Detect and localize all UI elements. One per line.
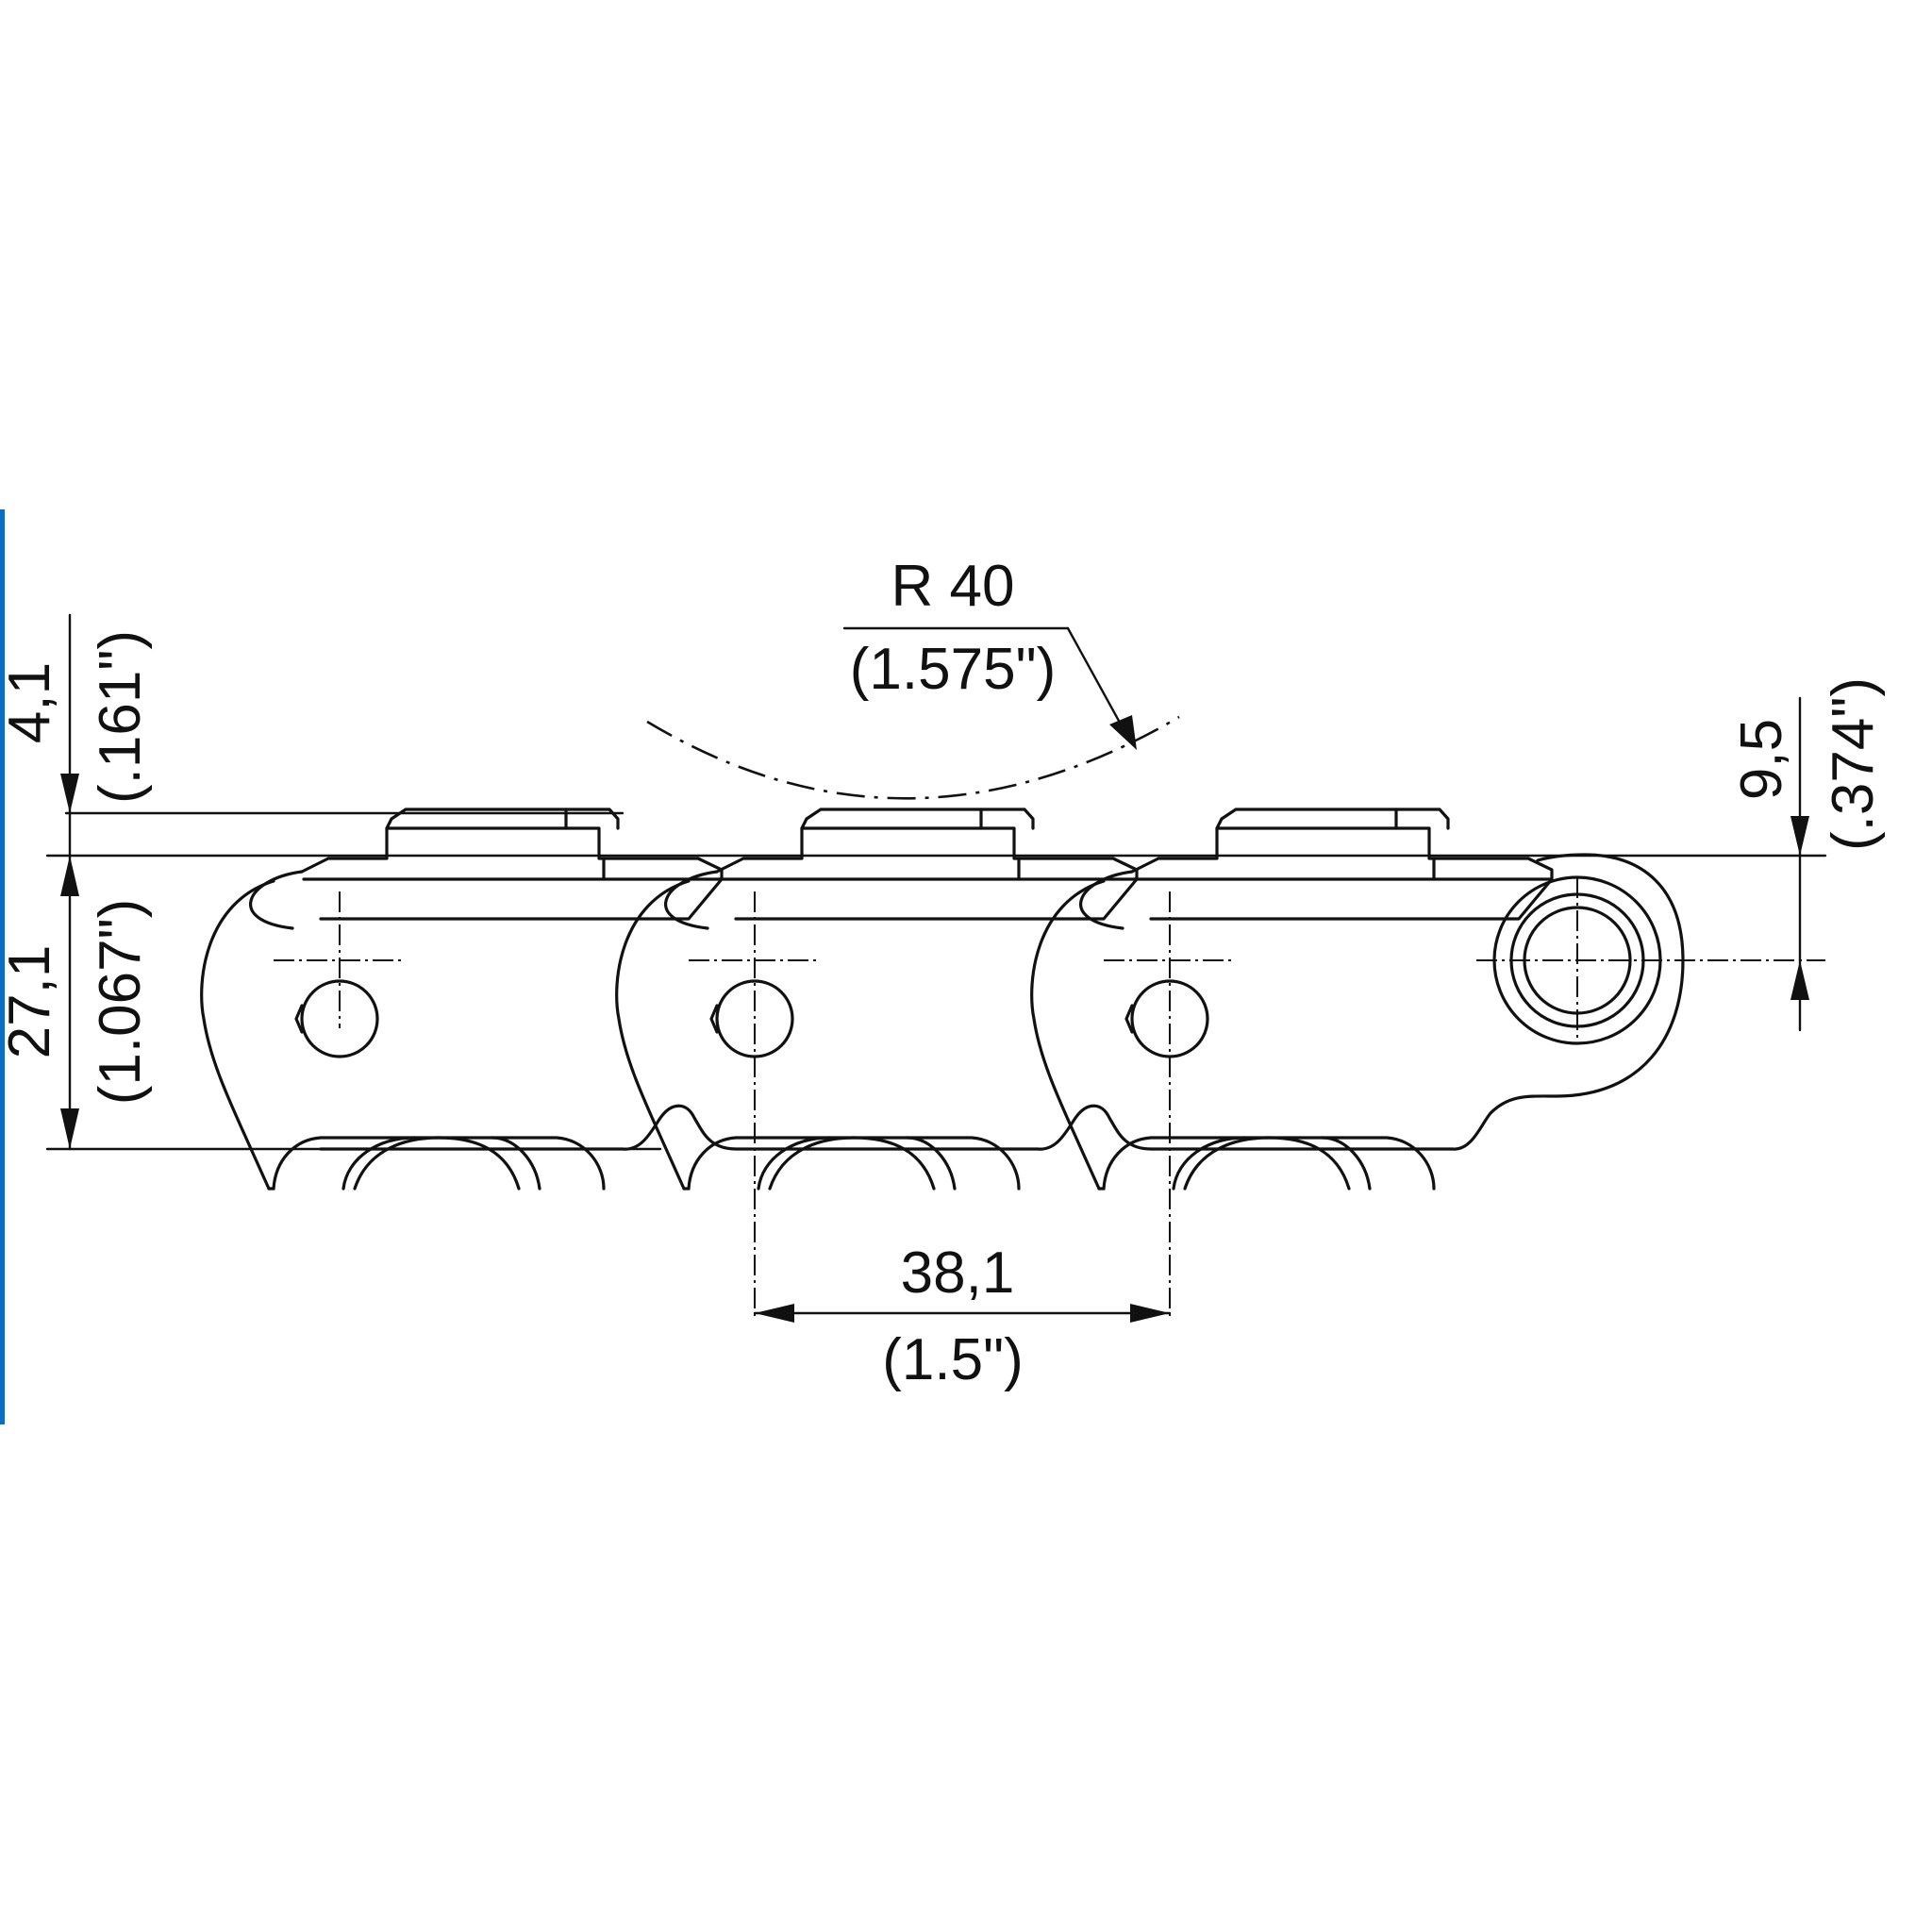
radius-leader: [1066, 626, 1126, 733]
pin-height-arrow-bottom: [1790, 960, 1809, 1000]
height-arrow-bottom: [60, 1108, 79, 1149]
height-arrow-top: [60, 856, 79, 896]
center-lines: [274, 877, 1825, 1321]
height-imperial: (1.067"): [88, 899, 153, 1105]
height-metric: 27,1: [0, 945, 62, 1059]
chain-link-3: [1030, 808, 1554, 1191]
chain-link-1: [200, 808, 724, 1191]
pitch-arrow-right: [1130, 1304, 1170, 1323]
chain-link-2: [615, 808, 1139, 1191]
pitch-imperial: (1.5"): [882, 1327, 1024, 1392]
pitch-metric: 38,1: [901, 1241, 1015, 1306]
top-offset-imperial: (.161"): [88, 630, 153, 804]
edge-bar: [0, 509, 5, 1424]
radius-imperial: (1.575"): [850, 637, 1056, 702]
top-offset-metric: 4,1: [0, 662, 62, 743]
pin-height-arrow-top: [1790, 816, 1809, 856]
radius-metric: R 40: [891, 554, 1015, 619]
radius-arrow: [1109, 715, 1137, 750]
top-offset-arrow: [60, 774, 79, 813]
pitch-arrow-left: [755, 1304, 794, 1323]
bottom-profile: [319, 853, 1685, 1151]
pin-height-metric: 9,5: [1729, 719, 1794, 800]
radius-arc: [646, 715, 1180, 800]
pin-height-imperial: (.374"): [1821, 677, 1886, 851]
